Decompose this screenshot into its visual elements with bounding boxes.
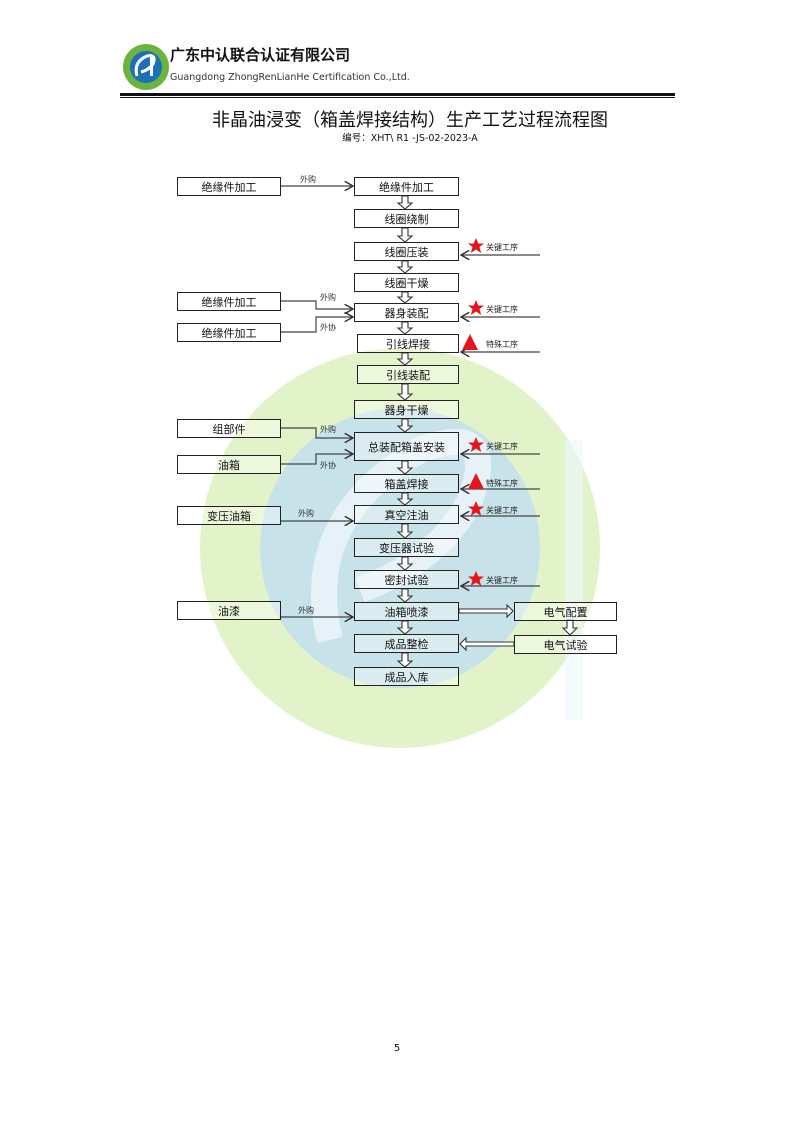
down-arrow <box>396 652 414 668</box>
process-step: 箱盖焊接 <box>354 474 459 493</box>
process-step: 绝缘件加工 <box>354 177 459 196</box>
outsourced-label: 外协 <box>320 323 336 332</box>
key-process-label: 关键工序 <box>486 576 518 585</box>
purchased-label: 外购 <box>320 425 336 434</box>
input-step: 绝缘件加工 <box>177 177 281 196</box>
down-arrow <box>396 556 414 571</box>
key-process-label: 关键工序 <box>486 243 518 252</box>
input-step: 组部件 <box>177 419 281 438</box>
process-step: 成品入库 <box>354 667 459 686</box>
down-arrow <box>396 620 414 635</box>
down-arrow <box>396 321 414 335</box>
key-process-label: 关键工序 <box>486 506 518 515</box>
purchased-label: 外购 <box>298 606 314 615</box>
process-step: 成品整检 <box>354 634 459 653</box>
process-step: 总装配箱盖安装 <box>354 432 459 461</box>
process-step: 线圈绕制 <box>354 209 459 228</box>
special-process-label: 特殊工序 <box>486 340 518 349</box>
down-arrow <box>396 383 414 401</box>
process-step: 变压器试验 <box>354 538 459 557</box>
process-step: 油箱喷漆 <box>354 602 459 621</box>
process-step: 引线焊接 <box>357 334 459 353</box>
header-divider-thin <box>120 97 675 98</box>
process-step: 器身装配 <box>354 303 459 322</box>
document-code: 编号：XHT\ R1 -JS-02-2023-A <box>342 133 478 144</box>
purchased-label: 外购 <box>320 293 336 302</box>
side-step: 电气试验 <box>514 635 617 654</box>
process-step: 密封试验 <box>354 570 459 589</box>
company-name-en: Guangdong ZhongRenLianHe Certification C… <box>170 72 410 83</box>
purchased-label: 外购 <box>300 175 316 184</box>
down-arrow <box>396 291 414 304</box>
process-step: 器身干燥 <box>354 400 459 419</box>
key-process-label: 关键工序 <box>486 305 518 314</box>
down-arrow <box>396 418 414 433</box>
down-arrow <box>396 195 414 210</box>
input-step: 绝缘件加工 <box>177 292 281 311</box>
key-process-markers <box>462 238 484 586</box>
purchased-label: 外购 <box>298 509 314 518</box>
down-arrow <box>396 588 414 603</box>
down-arrow <box>396 523 414 539</box>
process-step: 真空注油 <box>354 505 459 524</box>
document-title: 非晶油浸变（箱盖焊接结构）生产工艺过程流程图 <box>212 110 608 131</box>
input-step: 油漆 <box>177 601 281 620</box>
page-number: 5 <box>393 1043 401 1054</box>
input-step: 变压油箱 <box>177 506 281 525</box>
outsourced-label: 外协 <box>320 461 336 470</box>
down-arrow <box>396 260 414 274</box>
side-step: 电气配置 <box>514 602 617 621</box>
input-step: 油箱 <box>177 455 281 474</box>
process-step: 线圈干燥 <box>354 273 459 292</box>
special-process-label: 特殊工序 <box>486 479 518 488</box>
down-arrow <box>396 492 414 506</box>
down-arrow <box>396 352 414 366</box>
company-logo <box>123 44 169 90</box>
input-step: 绝缘件加工 <box>177 323 281 342</box>
process-step: 引线装配 <box>357 365 459 384</box>
down-arrow <box>396 460 414 475</box>
down-arrow <box>396 227 414 243</box>
key-process-label: 关键工序 <box>486 442 518 451</box>
process-step: 线圈压装 <box>354 242 459 261</box>
header-divider <box>120 93 675 96</box>
company-name-cn: 广东中认联合认证有限公司 <box>170 46 351 64</box>
